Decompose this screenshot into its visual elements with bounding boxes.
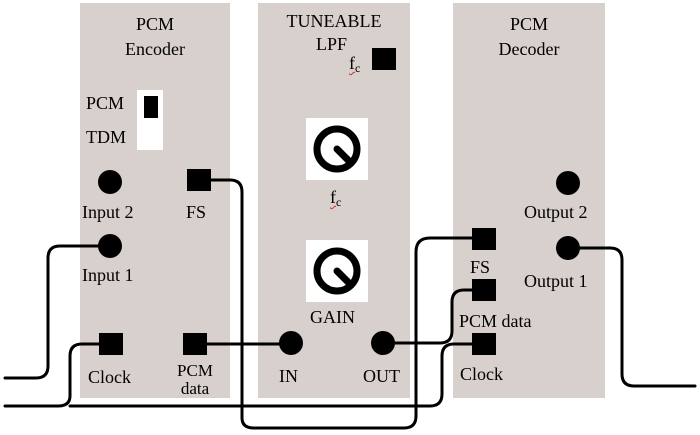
wire-input1 xyxy=(3,244,112,380)
input2-socket[interactable] xyxy=(98,170,122,194)
encoder-pcm-data-label-line2: data xyxy=(180,379,210,398)
switch-label-tdm: TDM xyxy=(86,127,126,147)
decoder-panel xyxy=(453,3,605,398)
gain-label: GAIN xyxy=(310,307,355,327)
decoder-fs-label: FS xyxy=(470,257,491,277)
output2-label: Output 2 xyxy=(524,202,588,222)
decoder-title-line1: PCM xyxy=(509,14,549,34)
input2-label: Input 2 xyxy=(82,202,134,222)
output1-label: Output 1 xyxy=(524,271,588,291)
wire-clock xyxy=(68,342,486,408)
input1-label: Input 1 xyxy=(82,265,134,285)
decoder-pcm-data-label: PCM data xyxy=(459,311,532,331)
wire-output1 xyxy=(566,246,697,388)
wire-fs xyxy=(197,178,486,430)
wire-clock-left xyxy=(3,342,113,408)
gain-knob-icon[interactable] xyxy=(313,247,361,295)
fc-sub: c xyxy=(355,61,361,75)
encoder-fs-label: FS xyxy=(186,202,207,222)
lpf-title-line1: TUNEABLE xyxy=(286,11,382,31)
decoder-clock-label: Clock xyxy=(460,364,503,384)
lpf-title-line2: LPF xyxy=(316,34,348,54)
fc-knob-sub: c xyxy=(336,195,342,209)
fc-output-socket[interactable] xyxy=(372,48,396,70)
fc-knob-main: f xyxy=(330,187,336,207)
decoder-title-line2: Decoder xyxy=(498,39,560,59)
fc-knob-label: fc xyxy=(330,188,341,208)
encoder-title-line1: PCM xyxy=(135,14,175,34)
switch-label-pcm: PCM xyxy=(86,93,125,113)
fc-output-label: fc xyxy=(349,54,360,74)
encoder-panel xyxy=(80,3,230,398)
encoder-title-line2: Encoder xyxy=(125,39,185,59)
encoder-clock-label: Clock xyxy=(88,367,131,387)
output2-socket[interactable] xyxy=(556,171,580,195)
switch-lever[interactable] xyxy=(144,96,158,118)
lpf-out-label: OUT xyxy=(363,366,400,386)
fc-knob-icon[interactable] xyxy=(313,125,361,173)
encoder-pcm-data-label-line1: PCM xyxy=(177,361,213,380)
wire-lpf-to-decoder xyxy=(381,288,486,345)
lpf-in-label: IN xyxy=(279,366,298,386)
fc-main: f xyxy=(349,53,355,73)
